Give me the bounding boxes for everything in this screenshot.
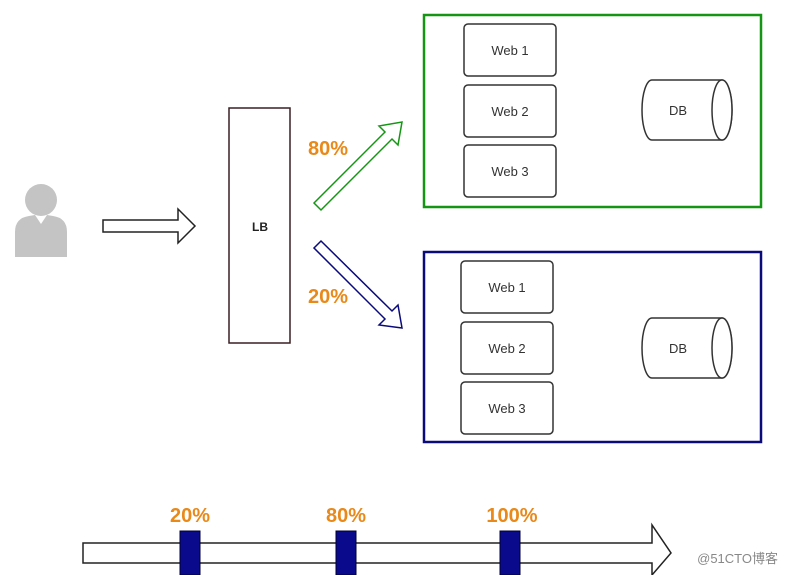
route-arrow-lower [312, 239, 403, 329]
web-server-label: Web 1 [491, 43, 528, 58]
web-server-label: Web 1 [488, 280, 525, 295]
database-label: DB [669, 103, 687, 118]
watermark-text: @51CTO博客 [697, 551, 778, 566]
timeline-marker [179, 530, 201, 575]
rollout-timeline: 20% 80% 100% [82, 505, 672, 575]
timeline-marker [499, 530, 521, 575]
user-to-lb-arrow [102, 207, 197, 245]
web-server-label: Web 3 [491, 164, 528, 179]
database-icon: DB [641, 317, 733, 379]
timeline-stage-label: 100% [486, 505, 537, 527]
load-balancer-label: LB [252, 220, 268, 234]
timeline-arrow [82, 522, 672, 575]
web-server-box: Web 3 [460, 381, 554, 435]
web-server-label: Web 2 [488, 341, 525, 356]
timeline-stage-label: 20% [170, 505, 210, 527]
route-lower-percent: 20% [308, 286, 348, 308]
route-arrow-upper [312, 121, 403, 212]
timeline-marker [335, 530, 357, 575]
web-server-box: Web 1 [463, 23, 557, 77]
database-icon: DB [641, 79, 733, 141]
web-server-label: Web 3 [488, 401, 525, 416]
cluster-upper: Web 1 Web 2 Web 3 DB [422, 13, 763, 209]
web-server-label: Web 2 [491, 104, 528, 119]
route-upper-percent: 80% [308, 138, 348, 160]
user-icon [15, 184, 67, 257]
load-balancer: LB [228, 107, 291, 344]
web-server-box: Web 2 [463, 84, 557, 138]
web-server-box: Web 1 [460, 260, 554, 314]
web-server-box: Web 3 [463, 144, 557, 198]
database-label: DB [669, 341, 687, 356]
timeline-stage-label: 80% [326, 505, 366, 527]
cluster-lower: Web 1 Web 2 Web 3 DB [422, 250, 763, 444]
web-server-box: Web 2 [460, 321, 554, 375]
